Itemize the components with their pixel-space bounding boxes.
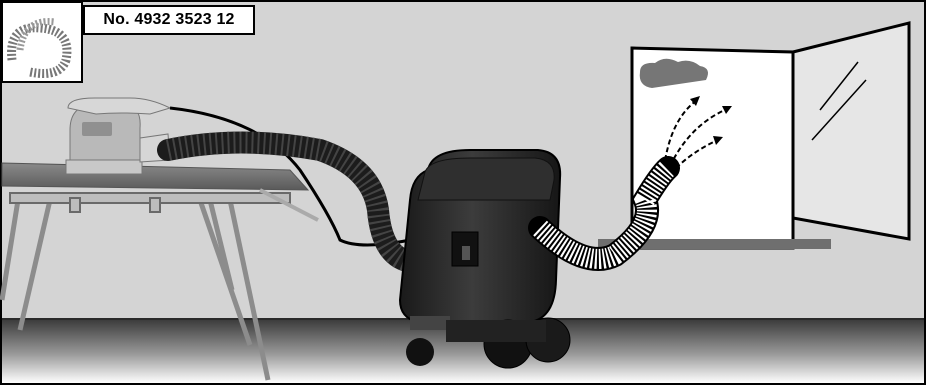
hose-accessory-icon — [2, 2, 82, 82]
part-number-label: No. 4932 3523 12 — [83, 5, 255, 35]
